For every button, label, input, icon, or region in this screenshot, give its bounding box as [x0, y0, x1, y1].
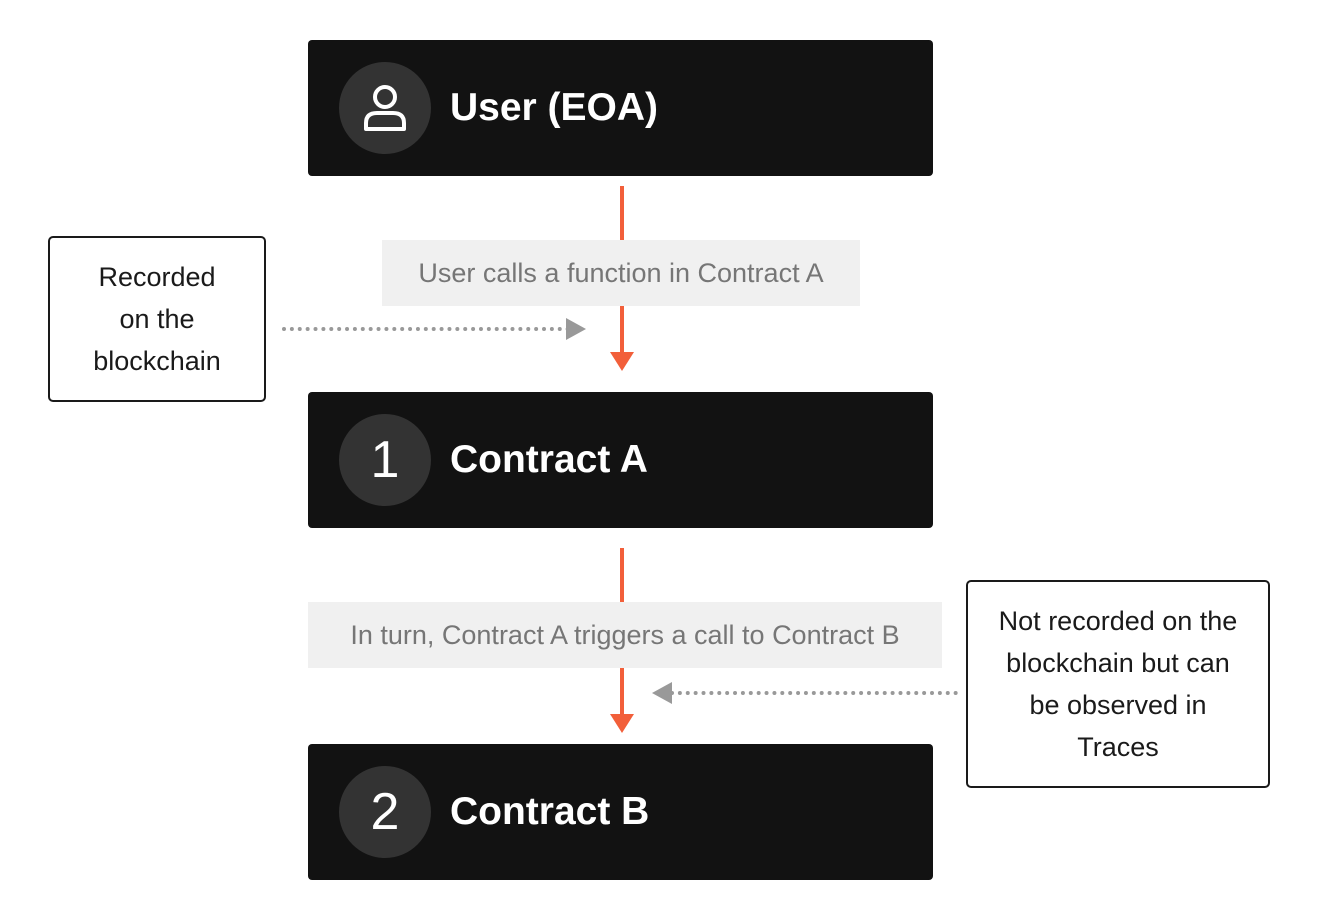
- node-contract-a: 1 Contract A: [308, 392, 933, 528]
- edge-label-user-to-contract-a: User calls a function in Contract A: [382, 240, 860, 306]
- note-not-recorded-line-1: Not recorded on the: [998, 606, 1238, 636]
- dotted-connector-recorded: [282, 327, 570, 331]
- note-recorded-line-2: on the: [119, 304, 195, 334]
- contract-a-badge: 1: [339, 414, 431, 506]
- note-not-recorded-line-2: blockchain but can: [1006, 648, 1230, 678]
- node-user-title: User (EOA): [450, 86, 659, 129]
- note-not-recorded-line-4: Traces: [1077, 732, 1159, 762]
- node-contract-b: 2 Contract B: [308, 744, 933, 880]
- note-recorded-line-1: Recorded: [98, 262, 216, 292]
- note-not-recorded-line-3: be observed in: [1029, 690, 1207, 720]
- dotted-connector-not-recorded-arrowhead: [652, 682, 672, 704]
- contract-b-badge: 2: [339, 766, 431, 858]
- edge-label-contract-a-to-b: In turn, Contract A triggers a call to C…: [308, 602, 942, 668]
- edge-user-to-contract-a-arrowhead: [610, 352, 634, 371]
- note-recorded-line-3: blockchain: [93, 346, 221, 376]
- note-not-recorded-traces: Not recorded on the blockchain but can b…: [966, 580, 1270, 788]
- dotted-connector-recorded-arrowhead: [566, 318, 586, 340]
- node-user-eoa: User (EOA): [308, 40, 933, 176]
- node-contract-a-title: Contract A: [450, 438, 648, 481]
- edge-contract-a-to-b-arrowhead: [610, 714, 634, 733]
- user-icon: [339, 62, 431, 154]
- note-recorded-on-blockchain: Recorded on the blockchain: [48, 236, 266, 402]
- user-icon-svg: [364, 85, 406, 131]
- dotted-connector-not-recorded: [670, 691, 958, 695]
- node-contract-b-title: Contract B: [450, 790, 650, 833]
